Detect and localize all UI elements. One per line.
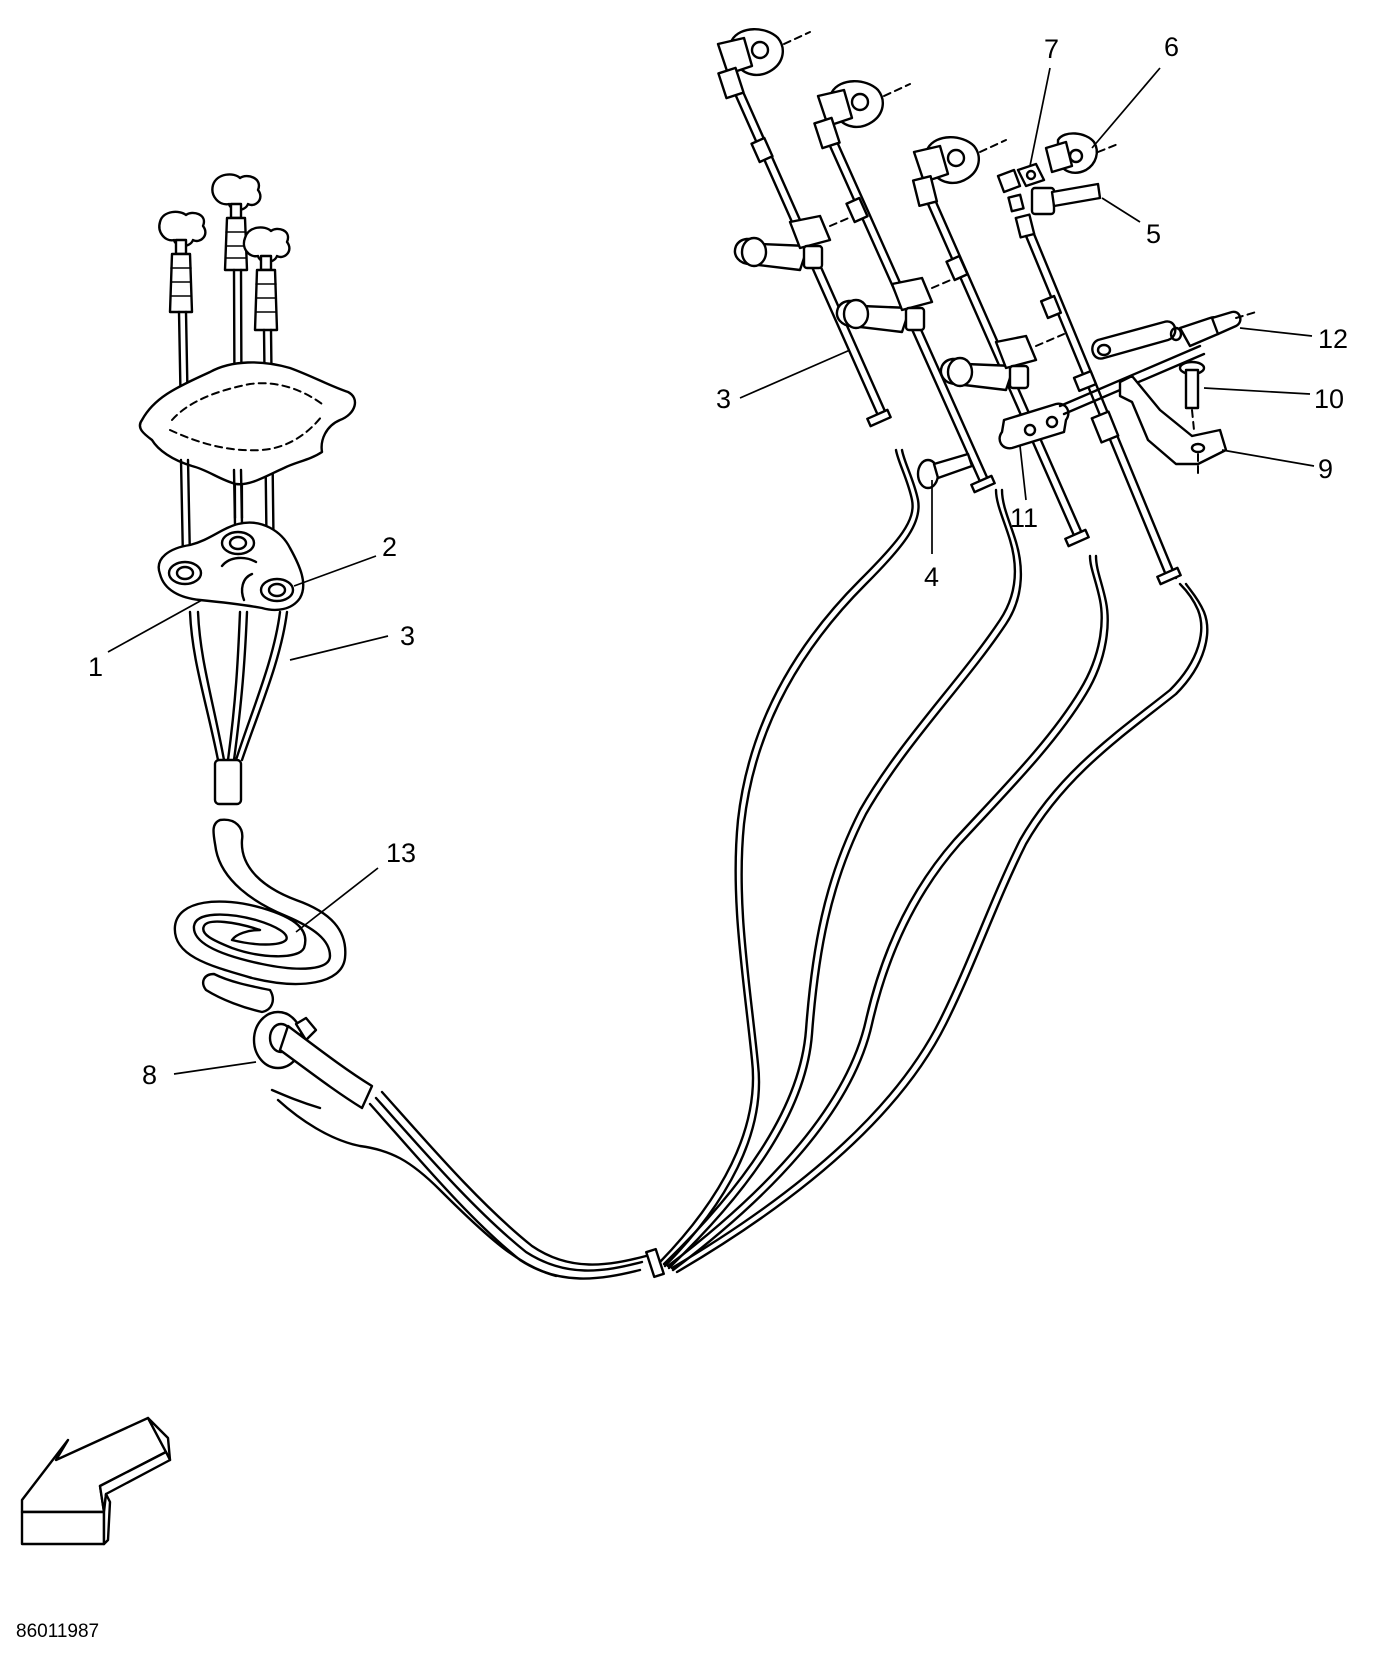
callout-label-9: 9 [1318,454,1333,484]
nut-7 [1016,162,1046,188]
bolt-5 [1030,182,1102,216]
callout-label-12: 12 [1318,324,1348,354]
callout-9: 9 [1221,449,1333,484]
callout-label-11: 11 [1010,503,1038,533]
callout-6: 6 [1091,32,1179,149]
cable-4-end-fittings [996,132,1182,586]
gasket [138,361,357,486]
callout-12: 12 [1239,324,1348,354]
callout-label-5: 5 [1146,219,1161,249]
callout-4: 4 [924,480,939,592]
cable-1-long-run [658,448,920,1268]
callout-label-13: 13 [386,838,416,868]
callout-5: 5 [1101,197,1161,249]
callout-label-10: 10 [1314,384,1344,414]
cables-under-plate [188,610,289,806]
coiled-hose [173,818,347,1014]
cable-sleeve [270,1024,558,1278]
cable-2-end-fittings [813,80,996,494]
direction-arrow-icon [20,1416,172,1546]
knob-left [158,210,207,422]
cable-3-end-fittings [911,136,1090,548]
linkage-rod-12 [1058,310,1257,416]
pin-10 [1178,360,1206,431]
callout-7: 7 [1029,34,1059,167]
callout-label-7: 7 [1044,34,1059,64]
callout-3-left: 3 [289,621,415,661]
cable-bundle [368,1090,665,1280]
cable-1-end-fittings [716,28,892,428]
callout-label-4: 4 [924,562,939,592]
callout-8: 8 [142,1060,257,1090]
callout-label-6: 6 [1164,32,1179,62]
cable-4-long-run [670,582,1209,1274]
bolt-4 [916,452,974,490]
knob-rods-lower [179,458,244,562]
callout-label-3-left: 3 [400,621,415,651]
callout-3-right: 3 [716,349,851,414]
bracket-9 [1118,374,1228,477]
callout-label-8: 8 [142,1060,157,1090]
callout-1: 1 [88,599,203,682]
cable-3-long-run [666,554,1109,1272]
clamp-11 [998,402,1070,450]
callout-label-1: 1 [88,652,103,682]
callout-13: 13 [295,838,416,933]
mounting-plate [157,521,305,612]
callout-10: 10 [1203,384,1344,414]
callout-label-3-right: 3 [716,384,731,414]
cable-2-long-run [662,488,1023,1270]
callout-label-2: 2 [382,532,397,562]
callout-11: 11 [1010,445,1038,533]
callout-2: 2 [293,532,397,587]
figure-code: 86011987 [16,1621,99,1642]
